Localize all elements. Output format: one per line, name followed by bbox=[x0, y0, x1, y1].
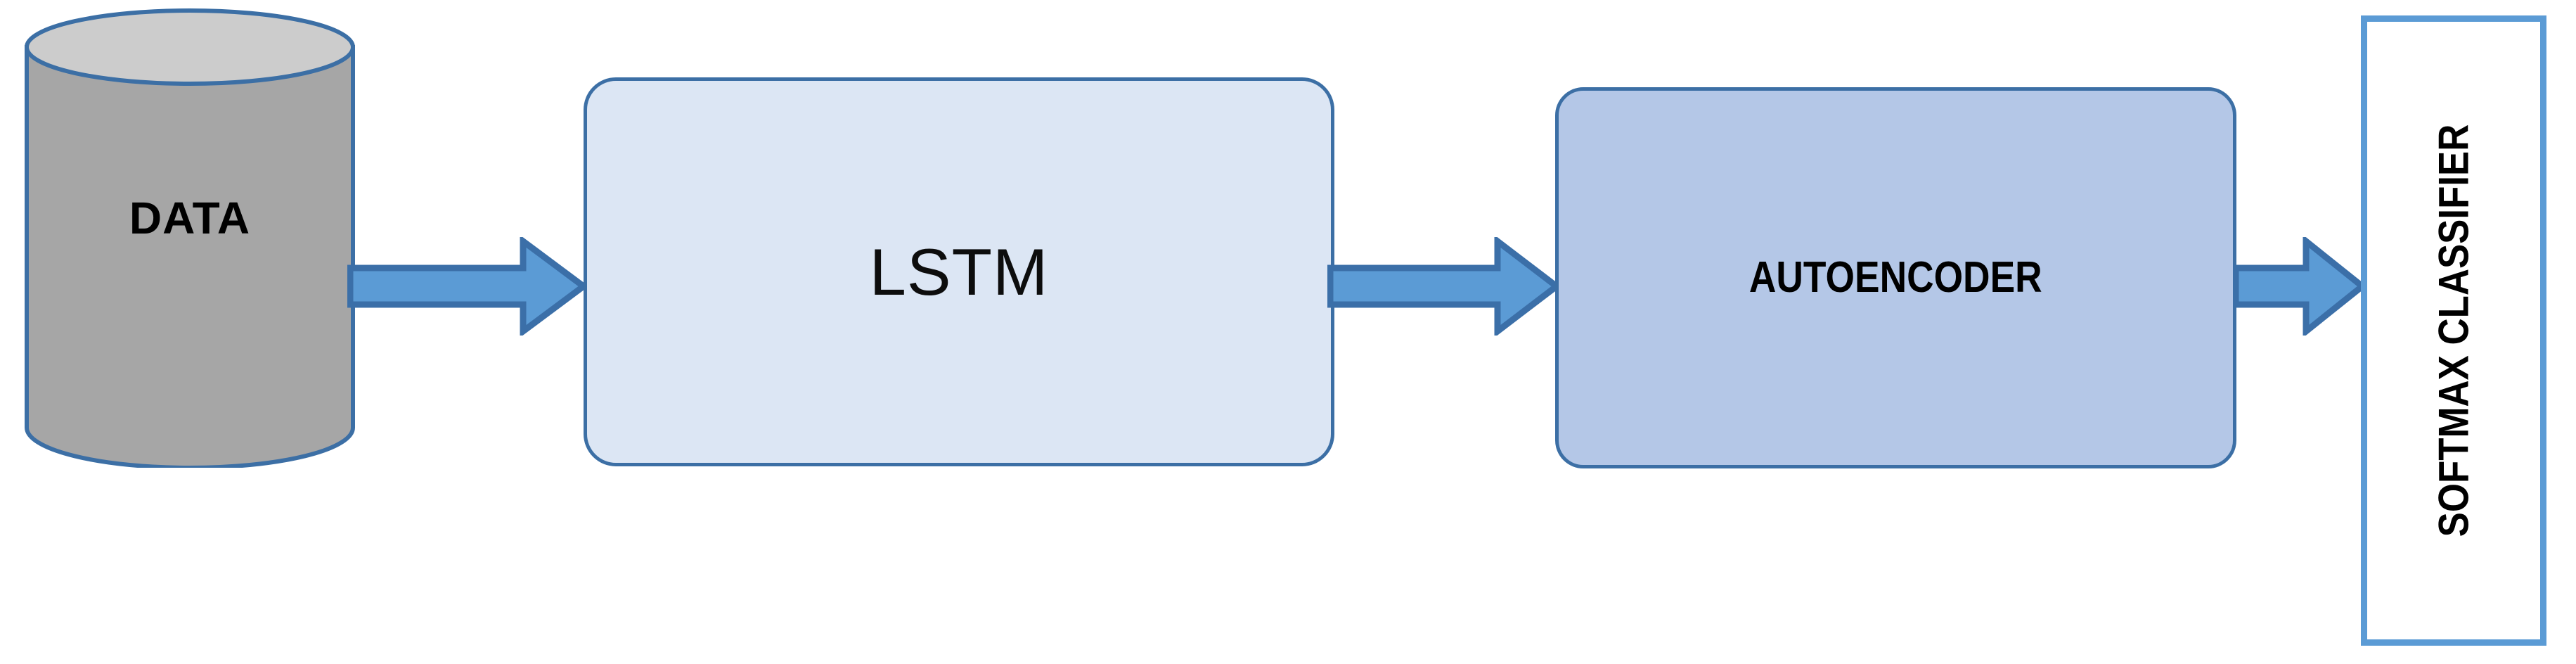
node-softmax-classifier-label: SOFTMAX CLASSIFIER bbox=[2430, 124, 2477, 537]
right-block-arrow-icon bbox=[1327, 237, 1559, 336]
right-block-arrow-icon bbox=[347, 237, 586, 336]
node-autoencoder-box[interactable]: AUTOENCODER bbox=[1555, 87, 2236, 468]
node-data-cylinder[interactable]: DATA bbox=[25, 7, 355, 468]
arrow-lstm-to-autoencoder[interactable] bbox=[1327, 237, 1559, 336]
arrow-autoencoder-to-softmax[interactable] bbox=[2233, 237, 2365, 336]
right-block-arrow-icon bbox=[2233, 237, 2365, 336]
node-softmax-classifier-box[interactable]: SOFTMAX CLASSIFIER bbox=[2361, 15, 2546, 646]
node-lstm-label: LSTM bbox=[869, 234, 1049, 309]
database-cylinder-icon bbox=[25, 7, 355, 468]
node-autoencoder-label: AUTOENCODER bbox=[1749, 253, 2042, 302]
node-softmax-classifier-label-wrapper: SOFTMAX CLASSIFIER bbox=[2430, 96, 2477, 566]
node-lstm-box[interactable]: LSTM bbox=[584, 77, 1334, 466]
node-data-label: DATA bbox=[129, 193, 251, 243]
arrow-data-to-lstm[interactable] bbox=[347, 237, 586, 336]
